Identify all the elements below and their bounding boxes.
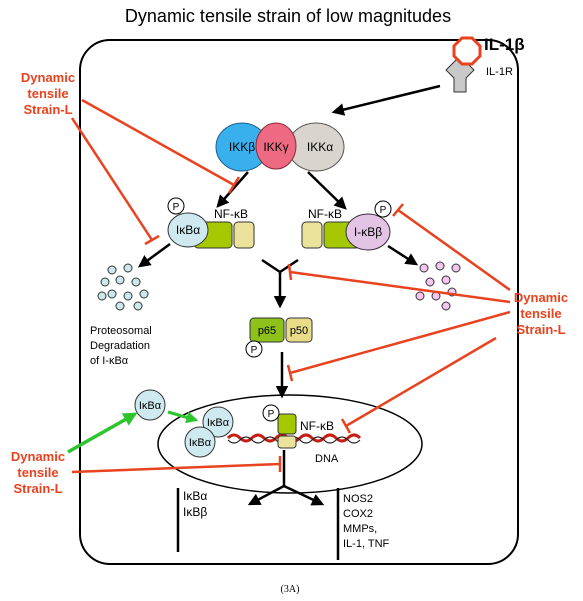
ikk-gamma-label: IKKγ: [263, 140, 288, 154]
ikk-beta-label: IKKβ: [229, 140, 255, 154]
ikk-complex: IKKβ IKKγ IKKα: [215, 122, 345, 172]
left-degradation-fragments: [97, 263, 149, 311]
nuclear-ikba-label-1: IκBα: [207, 417, 230, 429]
right-phospho-marker: [374, 200, 392, 218]
right-nfkb-label: NF-κB: [308, 207, 342, 221]
strain-label-bottom-left: Dynamic tensile Strain-L: [11, 449, 65, 496]
left-phospho-label: P: [173, 202, 180, 213]
right-nfkb-yellow-block: [301, 221, 323, 249]
right-degradation-fragments: [415, 261, 461, 311]
il1-receptor-icon: [445, 36, 482, 93]
output-right-3: MMPs,: [343, 523, 377, 535]
diagram-title: Dynamic tensile strain of low magnitudes: [125, 6, 451, 26]
figure-caption: (3A): [281, 584, 300, 595]
p50-block: [285, 317, 313, 343]
dimer-phospho-marker: [245, 340, 263, 358]
left-ikba-node: [167, 212, 209, 248]
strain-label-right: Dynamic tensile Strain-L: [514, 290, 568, 337]
nuclear-phospho-marker: [262, 404, 280, 422]
right-ikbb-node: [345, 213, 391, 251]
dna-label: DNA: [315, 453, 339, 465]
ikk-to-right-arrow: [307, 171, 347, 210]
right-ikbb-label: I-κBβ: [354, 225, 382, 239]
right-degradation-arrow: [387, 244, 419, 266]
nuclear-phospho-label: P: [268, 409, 275, 420]
ikk-alpha-label: IKKα: [307, 140, 333, 154]
nuclear-ikba-label-2: IκBα: [189, 437, 212, 449]
nuclear-nfkb-label: NF-κB: [300, 419, 334, 433]
dimer-phospho-label: P: [251, 345, 258, 356]
degradation-label-line3: of I-κBα: [90, 355, 129, 367]
strain-top-left-line3: Strain-L: [23, 102, 72, 117]
activate-ikba-export-arrow: [67, 412, 138, 454]
inhibit-y-line: [287, 263, 511, 304]
left-phospho-marker: [167, 197, 185, 215]
degradation-label-line2: Degradation: [90, 340, 150, 352]
strain-right-line1: Dynamic: [514, 290, 568, 305]
p65-block: [249, 317, 285, 343]
output-right-2: COX2: [343, 508, 373, 520]
right-ikbb-nfkb-complex: I-κBβ P NF-κB: [301, 200, 392, 251]
y-left-branch: [261, 258, 281, 274]
ikba-import-arrow: [167, 410, 199, 424]
left-ikba-label: IκBα: [176, 223, 200, 237]
output-right-4: IL-1, TNF: [343, 538, 390, 550]
inhibition-lines: [70, 98, 511, 474]
nucleus: [157, 394, 423, 494]
nuclear-ikba-node-1: [202, 406, 234, 438]
nuclear-nfkb-green-block: [277, 413, 297, 435]
inhibit-nfkb-line: [340, 336, 497, 434]
strain-top-left-line1: Dynamic: [21, 70, 75, 85]
cell-membrane: [79, 39, 519, 565]
transcription-left-arrow: [247, 484, 285, 506]
cyto-ikba-label: IκBα: [139, 400, 162, 412]
strain-bottom-left-line3: Strain-L: [13, 481, 62, 496]
inhibit-dimer-line: [286, 310, 511, 382]
left-ikba-nfkb-complex: IκBα P NF-κB: [167, 197, 255, 249]
strain-label-top-left: Dynamic tensile Strain-L: [21, 70, 75, 117]
inhibit-ikk-line: [81, 98, 241, 194]
p65-p50-dimer: p65 p50 P: [245, 317, 313, 358]
ikk-to-left-arrow: [216, 171, 249, 208]
cyto-ikba-node: [134, 389, 166, 421]
inhibit-nucleus-line: [71, 456, 282, 474]
p65-label: p65: [258, 325, 276, 337]
left-degradation-arrow: [137, 242, 171, 268]
nuclear-nfkb-yellow-block: [277, 435, 297, 449]
nuclear-ikba-node-2: [184, 426, 216, 458]
strain-bottom-left-line2: tensile: [17, 465, 58, 480]
p50-label: p50: [290, 325, 308, 337]
degradation-label-line1: Proteosomal: [90, 325, 152, 337]
il1b-label: IL-1β: [484, 35, 525, 54]
inhibit-degradation-line: [70, 117, 160, 246]
strain-right-line3: Strain-L: [516, 322, 565, 337]
strain-bottom-left-line1: Dynamic: [11, 449, 65, 464]
transcription-right-arrow: [283, 484, 325, 506]
strain-right-line2: tensile: [520, 306, 561, 321]
il1r-label: IL-1R: [486, 66, 513, 78]
receptor-to-ikk-arrow: [331, 84, 441, 116]
inhibit-ikbb-line: [392, 203, 511, 292]
output-left-1: IκBα: [183, 489, 207, 503]
left-nfkb-yellow-block: [233, 221, 255, 249]
strain-top-left-line2: tensile: [27, 86, 68, 101]
right-phospho-label: P: [380, 205, 387, 216]
ikk-gamma-node: [255, 122, 297, 170]
output-left-2: IκBβ: [183, 505, 207, 519]
left-nfkb-label: NF-κB: [214, 207, 248, 221]
output-right-1: NOS2: [343, 493, 373, 505]
